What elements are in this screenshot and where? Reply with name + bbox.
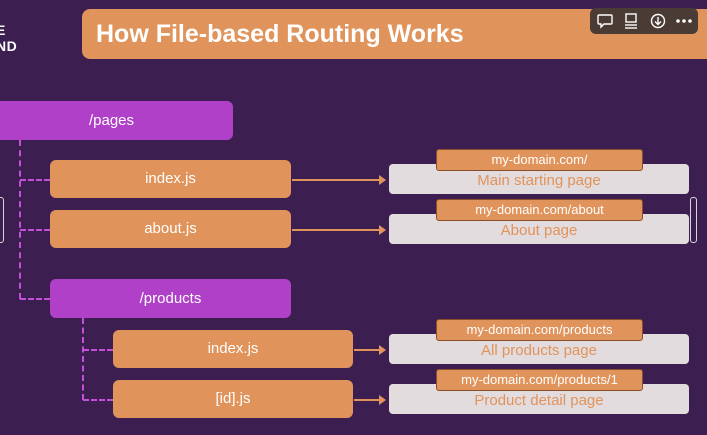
tree-connector-products xyxy=(82,318,84,400)
route-url: my-domain.com/products xyxy=(436,319,643,341)
connector-about xyxy=(20,229,50,231)
slide-title: How File-based Routing Works xyxy=(96,20,464,48)
index-file: index.js xyxy=(50,160,291,198)
arrow-about xyxy=(292,225,386,235)
products-folder: /products xyxy=(50,279,291,318)
left-resize-handle[interactable] xyxy=(0,197,4,243)
route-url: my-domain.com/about xyxy=(436,199,643,221)
logo: E ND xyxy=(0,22,17,54)
logo-line-2: ND xyxy=(0,38,18,54)
more-icon[interactable] xyxy=(673,11,695,31)
connector-index xyxy=(20,179,50,181)
screen-icon[interactable] xyxy=(620,11,642,31)
arrow-products-id xyxy=(354,395,386,405)
pages-folder: /pages xyxy=(0,101,233,140)
route-url: my-domain.com/ xyxy=(436,149,643,171)
right-resize-handle[interactable] xyxy=(690,197,697,243)
connector-products-id xyxy=(83,399,113,401)
download-icon[interactable] xyxy=(647,11,669,31)
tree-connector-main xyxy=(19,140,21,299)
products-index-file: index.js xyxy=(113,330,353,368)
comment-icon[interactable] xyxy=(594,11,616,31)
connector-products xyxy=(20,298,50,300)
about-file: about.js xyxy=(50,210,291,248)
arrow-index xyxy=(292,175,386,185)
route-url: my-domain.com/products/1 xyxy=(436,369,643,391)
toolbar xyxy=(590,8,698,34)
products-id-file: [id].js xyxy=(113,380,353,418)
connector-products-index xyxy=(83,349,113,351)
arrow-products-index xyxy=(354,345,386,355)
logo-line-1: E xyxy=(0,22,6,38)
